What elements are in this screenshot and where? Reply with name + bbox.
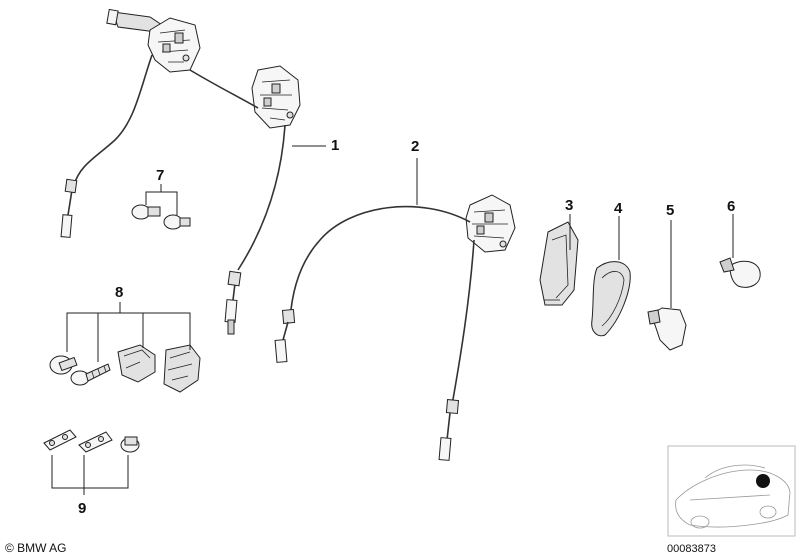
part-4-handle-cover[interactable] — [591, 261, 631, 337]
part-7-screws[interactable] — [131, 204, 191, 230]
callout-6: 6 — [727, 198, 735, 215]
callout-4: 4 — [614, 200, 623, 217]
document-number: 00083873 — [667, 543, 716, 555]
callout-2: 2 — [411, 138, 419, 155]
callout-1: 1 — [331, 137, 339, 154]
callout-9: 9 — [78, 500, 86, 517]
part-6-small-cap[interactable] — [719, 257, 761, 288]
leader-bracket-9 — [51, 455, 129, 495]
part-5-trim-cap[interactable] — [647, 307, 687, 351]
copyright: © BMW AG — [5, 541, 67, 555]
part-8-fastener-kit[interactable] — [49, 344, 201, 393]
part-1-release-mechanism[interactable] — [60, 8, 301, 335]
callout-7: 7 — [156, 167, 164, 184]
location-thumbnail — [667, 445, 796, 537]
leader-bracket-7 — [145, 184, 178, 215]
callout-5: 5 — [666, 202, 674, 219]
part-2-latch-with-cable[interactable] — [274, 194, 516, 461]
part-9-brackets[interactable] — [43, 429, 140, 453]
leader-bracket-8 — [66, 302, 191, 362]
callout-3: 3 — [565, 197, 573, 214]
callout-8: 8 — [115, 284, 123, 301]
part-3-release-handle[interactable] — [539, 221, 579, 306]
location-marker — [756, 474, 770, 488]
